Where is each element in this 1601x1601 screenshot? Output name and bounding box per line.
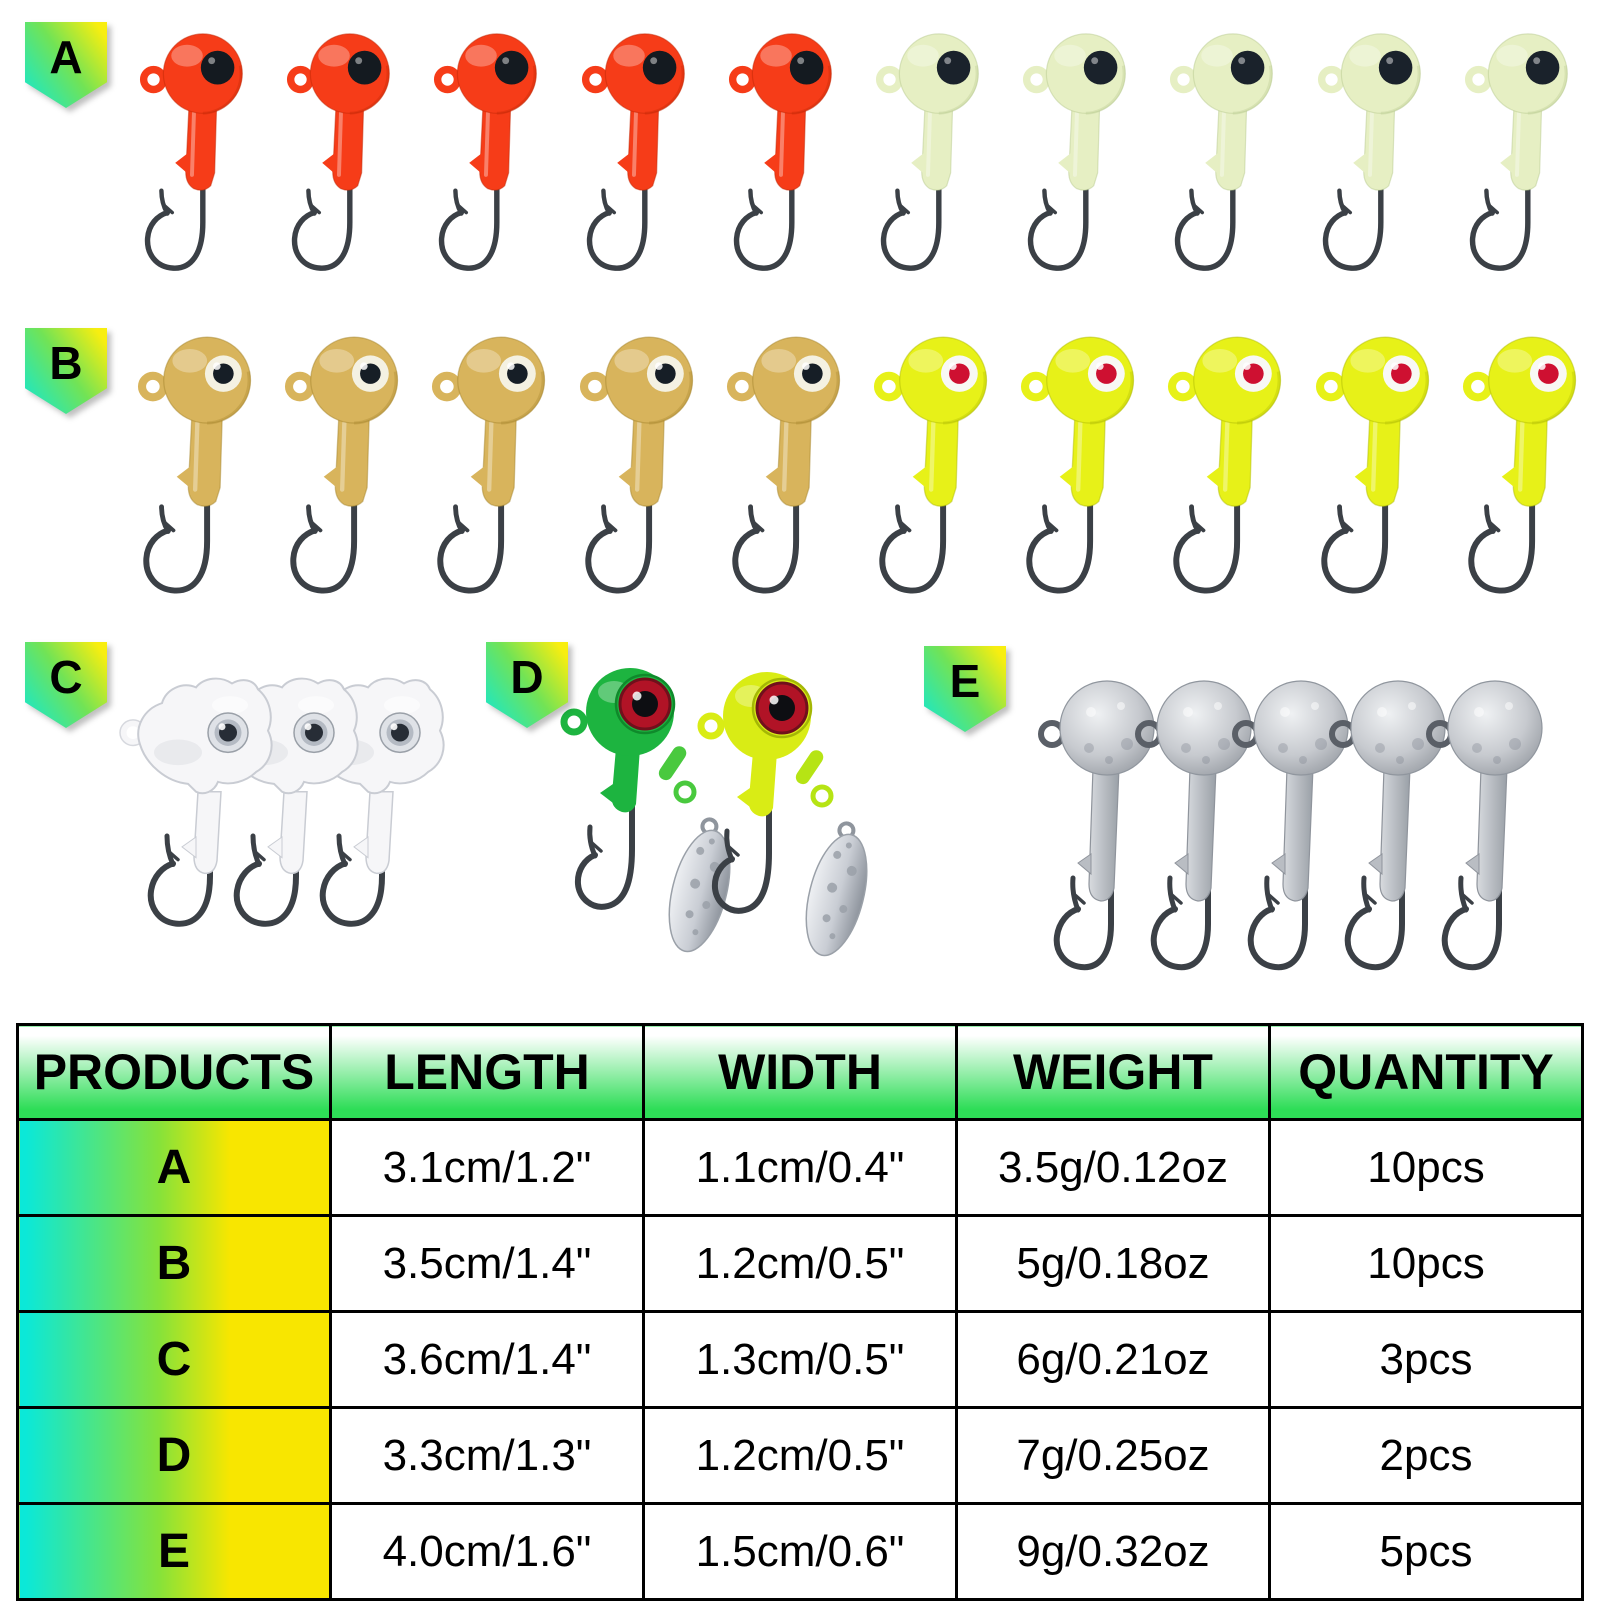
jig-b-8-chartreuse-round-jig-head <box>1146 320 1300 612</box>
jig-a-7-glow-round-jig-head <box>1003 18 1143 288</box>
length-cell: 3.6cm/1.4" <box>329 1310 645 1409</box>
quantity-cell: 2pcs <box>1268 1406 1584 1505</box>
weight-cell: 6g/0.21oz <box>955 1310 1271 1409</box>
weight-cell: 3.5g/0.12oz <box>955 1118 1271 1217</box>
badge-d-shape: D <box>486 642 568 728</box>
jig-b-2-gold-round-jig-head <box>263 320 417 612</box>
jig-a-1-red-round-jig-head <box>120 18 260 288</box>
width-cell: 1.3cm/0.5" <box>642 1310 958 1409</box>
badge-a: A <box>25 22 107 108</box>
weight-cell: 5g/0.18oz <box>955 1214 1271 1313</box>
width-cell: 1.5cm/0.6" <box>642 1502 958 1601</box>
badge-c-letter: C <box>49 651 83 703</box>
jig-a-3-red-round-jig-head <box>414 18 554 288</box>
quantity-cell: 3pcs <box>1268 1310 1584 1409</box>
badge-b-letter: B <box>49 337 83 389</box>
spec-table-body: A 3.1cm/1.2" 1.1cm/0.4" 3.5g/0.12oz 10pc… <box>16 1118 1584 1601</box>
badge-b: B <box>25 328 107 414</box>
col-header-length: LENGTH <box>329 1023 645 1121</box>
jig-e-1-unpainted-lead-jig-head <box>1031 662 1181 992</box>
jig-b-5-gold-round-jig-head <box>705 320 859 612</box>
weight-cell: 9g/0.32oz <box>955 1502 1271 1601</box>
jig-a-6-glow-round-jig-head <box>856 18 996 288</box>
jig-d-2-chartreuse-spinner-jig-head <box>685 648 915 998</box>
jig-b-4-gold-round-jig-head <box>558 320 712 612</box>
jig-c-1-white-sculpin-jig-head <box>112 648 302 963</box>
badge-d: D <box>486 642 568 728</box>
badge-b-shape: B <box>25 328 107 414</box>
jig-a-8-glow-round-jig-head <box>1150 18 1290 288</box>
col-header-quantity: QUANTITY <box>1268 1023 1584 1121</box>
badge-a-letter: A <box>49 31 83 83</box>
quantity-cell: 10pcs <box>1268 1118 1584 1217</box>
col-header-weight: WEIGHT <box>955 1023 1271 1121</box>
product-cell: B <box>16 1214 332 1313</box>
jig-e-3-unpainted-lead-jig-head <box>1225 662 1375 992</box>
product-cell: D <box>16 1406 332 1505</box>
product-cell: C <box>16 1310 332 1409</box>
weight-cell: 7g/0.25oz <box>955 1406 1271 1505</box>
quantity-cell: 5pcs <box>1268 1502 1584 1601</box>
spec-row-d: D 3.3cm/1.3" 1.2cm/0.5" 7g/0.25oz 2pcs <box>16 1406 1584 1505</box>
spec-row-a: A 3.1cm/1.2" 1.1cm/0.4" 3.5g/0.12oz 10pc… <box>16 1118 1584 1217</box>
length-cell: 4.0cm/1.6" <box>329 1502 645 1601</box>
jig-a-5-red-round-jig-head <box>709 18 849 288</box>
badge-a-shape: A <box>25 22 107 108</box>
quantity-cell: 10pcs <box>1268 1214 1584 1313</box>
badge-c-shape: C <box>25 642 107 728</box>
length-cell: 3.1cm/1.2" <box>329 1118 645 1217</box>
jig-b-3-gold-round-jig-head <box>410 320 564 612</box>
jig-a-4-red-round-jig-head <box>562 18 702 288</box>
jig-b-10-chartreuse-round-jig-head <box>1441 320 1595 612</box>
jig-b-7-chartreuse-round-jig-head <box>999 320 1153 612</box>
product-cell: A <box>16 1118 332 1217</box>
width-cell: 1.2cm/0.5" <box>642 1406 958 1505</box>
jig-b-9-chartreuse-round-jig-head <box>1294 320 1448 612</box>
badge-d-letter: D <box>510 651 544 703</box>
badge-e-shape: E <box>924 646 1006 732</box>
jig-a-10-glow-round-jig-head <box>1445 18 1585 288</box>
col-header-width: WIDTH <box>642 1023 958 1121</box>
length-cell: 3.3cm/1.3" <box>329 1406 645 1505</box>
spec-row-c: C 3.6cm/1.4" 1.3cm/0.5" 6g/0.21oz 3pcs <box>16 1310 1584 1409</box>
jig-a-9-glow-round-jig-head <box>1298 18 1438 288</box>
product-cell: E <box>16 1502 332 1601</box>
length-cell: 3.5cm/1.4" <box>329 1214 645 1313</box>
width-cell: 1.1cm/0.4" <box>642 1118 958 1217</box>
badge-e-letter: E <box>949 655 981 707</box>
width-cell: 1.2cm/0.5" <box>642 1214 958 1313</box>
jig-e-5-unpainted-lead-jig-head <box>1419 662 1569 992</box>
badge-e: E <box>924 646 1006 732</box>
jig-d-1-green-spinner-jig-head <box>548 644 778 994</box>
jig-e-2-unpainted-lead-jig-head <box>1128 662 1278 992</box>
jig-a-2-red-round-jig-head <box>267 18 407 288</box>
badge-c: C <box>25 642 107 728</box>
col-header-products: PRODUCTS <box>16 1023 332 1121</box>
jig-e-4-unpainted-lead-jig-head <box>1322 662 1472 992</box>
spec-row-e: E 4.0cm/1.6" 1.5cm/0.6" 9g/0.32oz 5pcs <box>16 1502 1584 1601</box>
jig-b-1-gold-round-jig-head <box>116 320 270 612</box>
spec-row-b: B 3.5cm/1.4" 1.2cm/0.5" 5g/0.18oz 10pcs <box>16 1214 1584 1313</box>
jig-b-6-chartreuse-round-jig-head <box>852 320 1006 612</box>
